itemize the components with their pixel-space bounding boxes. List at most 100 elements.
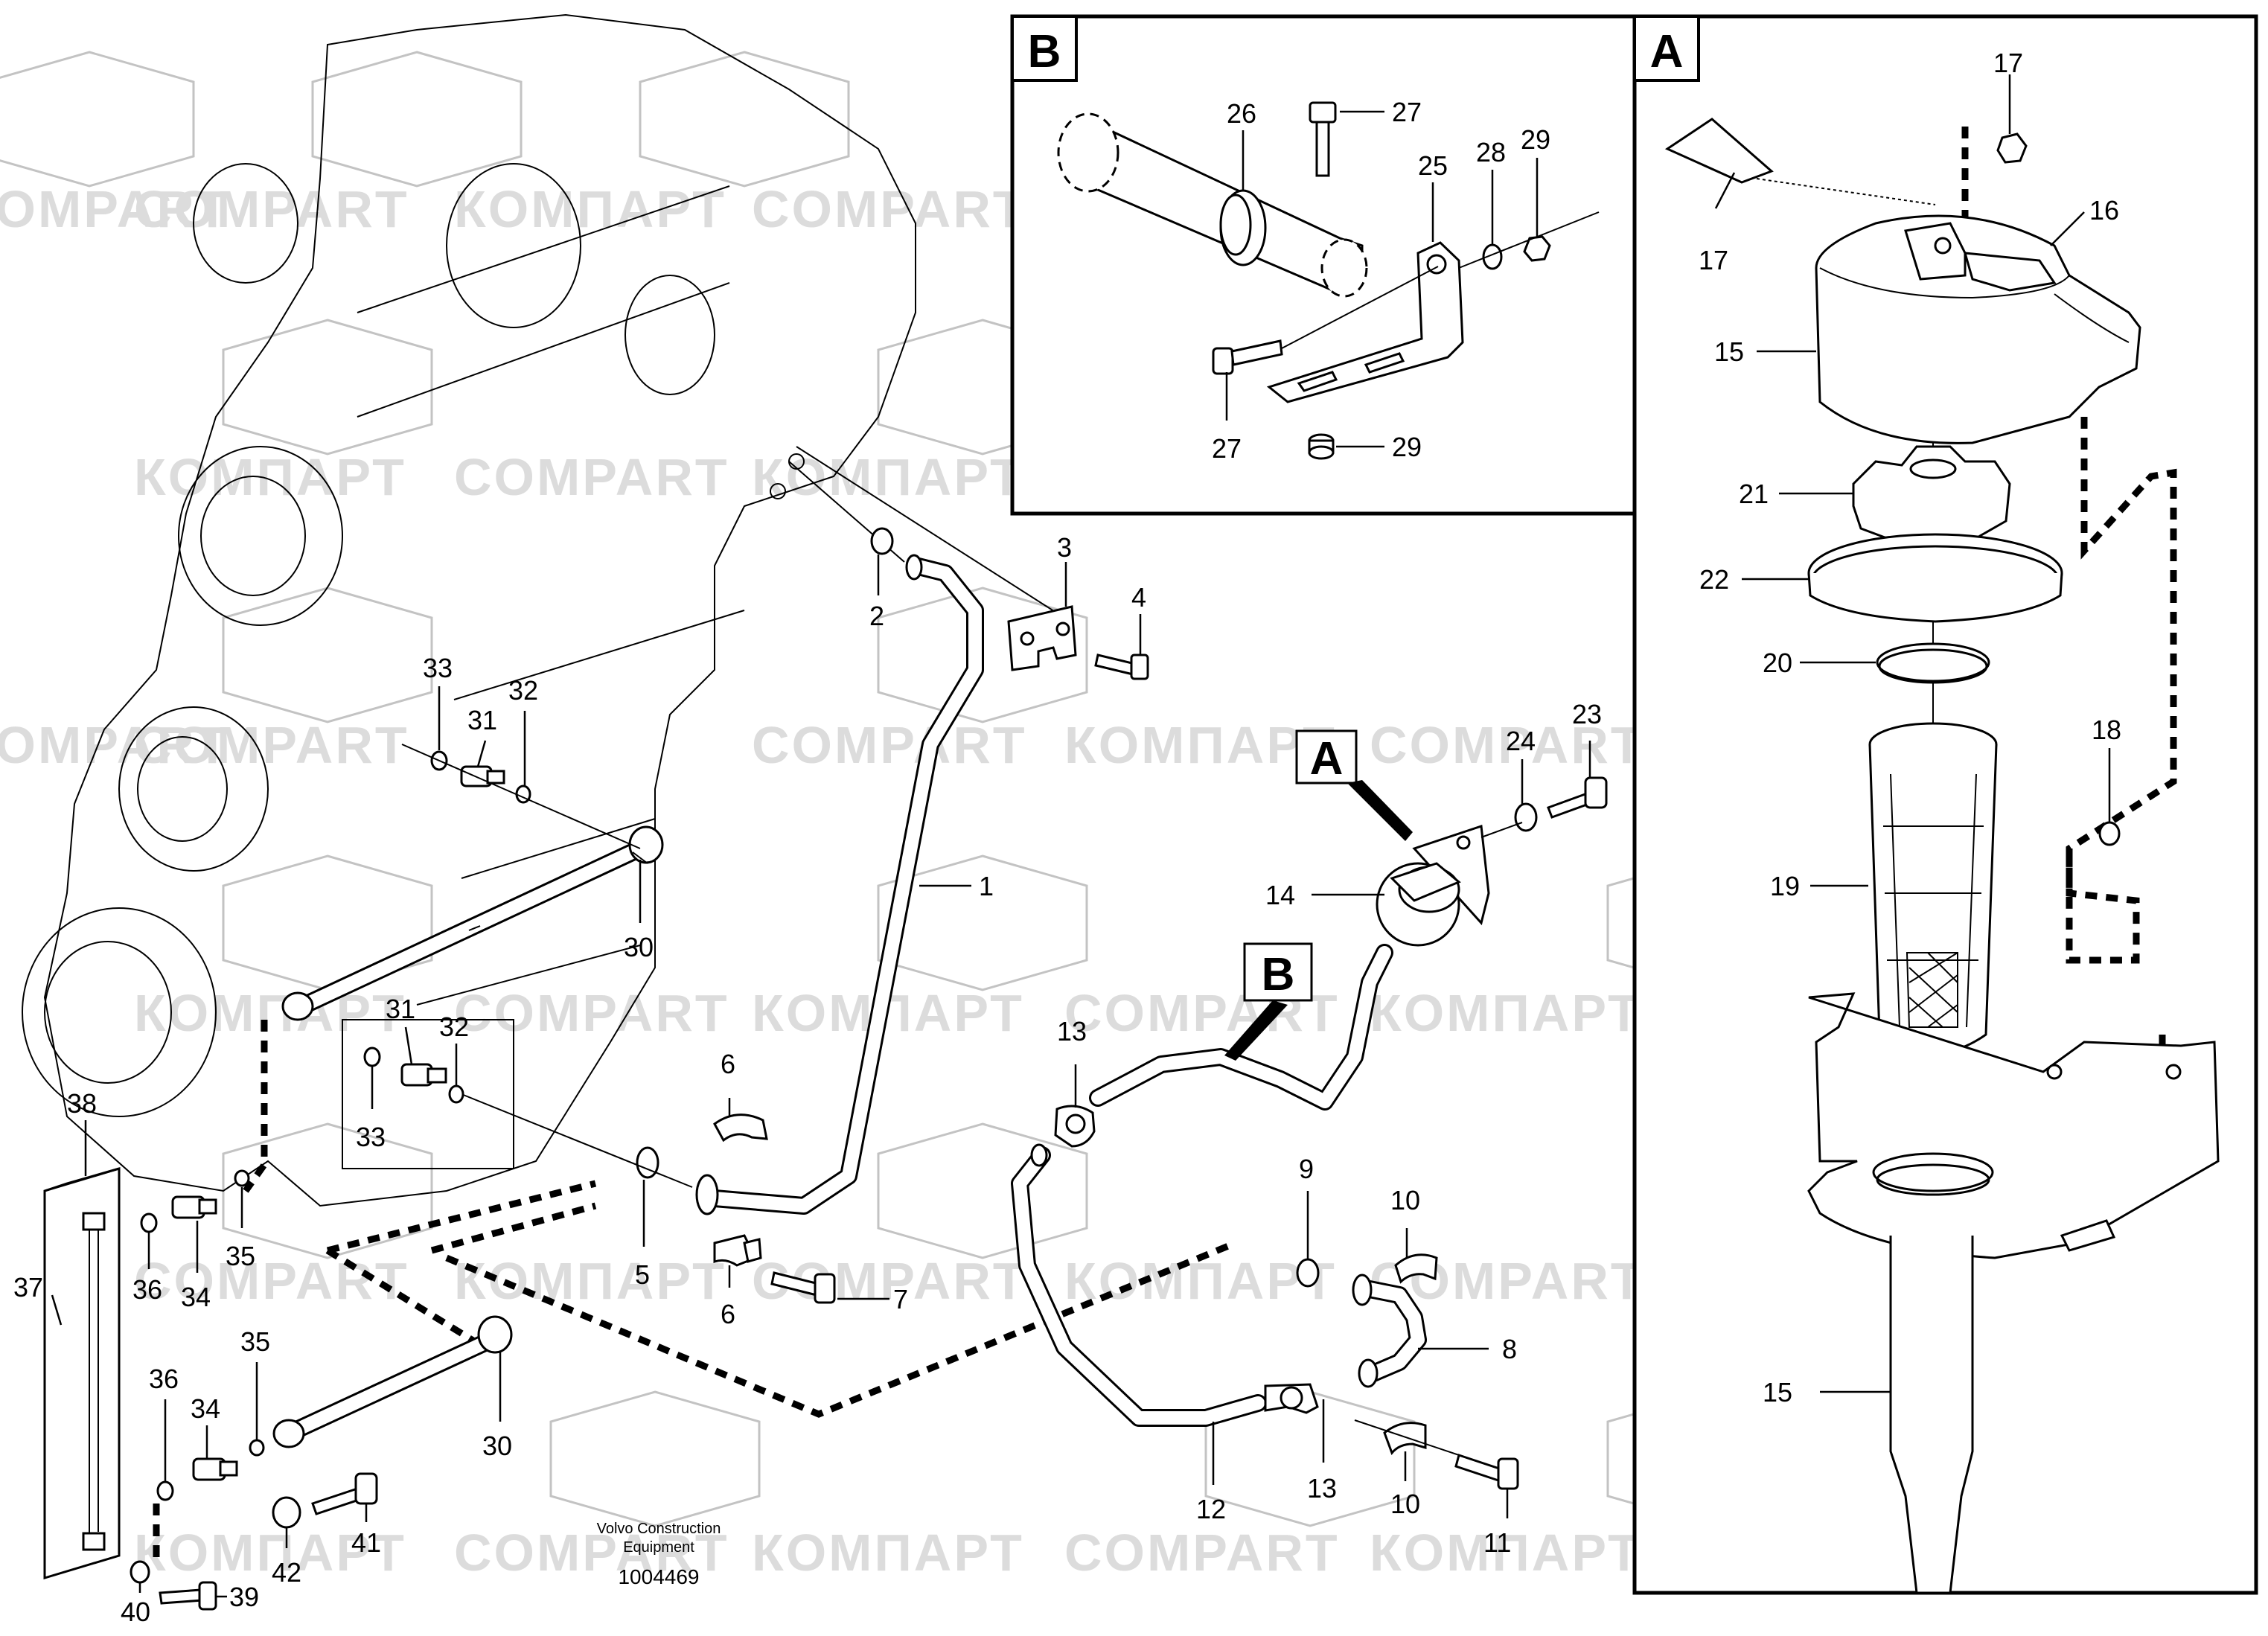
washer-42 [272, 1496, 301, 1529]
watermark: КОМПАРТ [1064, 1252, 1337, 1310]
callout-1: 1 [979, 871, 994, 901]
hose-8 [1352, 1274, 1427, 1388]
detail-b-panel: B [1010, 14, 1637, 516]
callout-17: 17 [1699, 245, 1728, 275]
nut-29-lower [1308, 433, 1335, 460]
nut-29-upper [1523, 235, 1551, 262]
callout-34: 34 [191, 1393, 220, 1424]
bracket-3 [1007, 605, 1077, 671]
callout-10: 10 [1390, 1489, 1420, 1519]
clamp-6-upper [713, 1113, 768, 1143]
callouts-detail-b: 25 26 27 27 28 29 29 [1212, 97, 1550, 464]
filter-housing-14 [1376, 824, 1490, 947]
callout-8: 8 [1502, 1334, 1517, 1364]
transmission-housing [22, 13, 916, 1207]
watermark: КОМПАРТ [1370, 984, 1642, 1042]
callout-15: 15 [1714, 336, 1744, 367]
cap-21 [1852, 445, 2011, 556]
callout-36: 36 [132, 1274, 162, 1305]
o-ring-35-upper [234, 1169, 250, 1187]
callout-17: 17 [1993, 48, 2023, 78]
watermark: КОМПАРТ [752, 1524, 1024, 1582]
cover-15-top [1815, 214, 2141, 444]
caption: Volvo Construction Equipment 1004469 [597, 1521, 721, 1588]
watermark: КОМПАРТ [134, 1524, 406, 1582]
callout-35: 35 [240, 1326, 270, 1357]
o-ring-33-lower [363, 1047, 381, 1067]
clamp-10-lower [1383, 1422, 1427, 1455]
detail-a-panel: A [1632, 14, 2258, 1595]
callout-29: 29 [1521, 124, 1550, 155]
hose-end-fitting [905, 554, 923, 581]
clamp-13-upper [1054, 1105, 1096, 1148]
watermark: COMPART [752, 180, 1027, 238]
callout-37: 37 [13, 1272, 43, 1303]
o-ring-36-lower [156, 1480, 174, 1501]
bolt-23 [1547, 776, 1608, 819]
bolt-4 [1094, 654, 1149, 680]
callout-16: 16 [2089, 195, 2119, 226]
hose-section-26 [1057, 112, 1368, 298]
hose-1 [695, 554, 984, 1215]
nipple-31-lower [400, 1063, 447, 1087]
watermark: COMPART [0, 180, 231, 238]
watermark: КОМПАРТ [752, 448, 1024, 506]
caption-line-2: Equipment [623, 1539, 694, 1556]
callout-29: 29 [1392, 432, 1422, 462]
nut-17 [1996, 132, 2028, 164]
detail-a-letter: A [1650, 26, 1684, 77]
callout-20: 20 [1763, 648, 1792, 678]
bolt-39 [159, 1581, 217, 1611]
callout-7: 7 [893, 1284, 908, 1314]
callout-9: 9 [1299, 1154, 1314, 1184]
watermark: COMPART [134, 1252, 409, 1310]
o-ring-35-lower [249, 1439, 265, 1457]
bolt-7 [770, 1271, 836, 1304]
pointer-label-a: A [1295, 729, 1413, 841]
clamp-13-lower [1264, 1383, 1319, 1414]
callout-26: 26 [1227, 98, 1256, 129]
watermark: COMPART [752, 716, 1027, 774]
level-gauge-38 [43, 1166, 121, 1580]
watermark: COMPART [1370, 716, 1645, 774]
callout-30: 30 [482, 1431, 512, 1461]
bolt-27-top [1309, 101, 1337, 177]
hose-12 [1011, 1143, 1267, 1427]
callout-40: 40 [121, 1597, 150, 1627]
callout-4: 4 [1131, 582, 1146, 613]
bolt-27-left [1212, 339, 1283, 375]
callout-42: 42 [272, 1557, 301, 1588]
caption-line-1: Volvo Construction [597, 1521, 721, 1537]
callout-27: 27 [1212, 433, 1242, 464]
o-ring-9 [1296, 1258, 1320, 1288]
callout-23: 23 [1572, 699, 1602, 729]
watermark: КОМПАРТ [1064, 716, 1337, 774]
callout-22: 22 [1699, 564, 1729, 595]
callout-33: 33 [356, 1122, 386, 1152]
callout-33: 33 [423, 653, 453, 683]
strainer-19 [1868, 722, 1998, 1055]
callout-10: 10 [1390, 1185, 1420, 1215]
washer-18 [2098, 821, 2121, 846]
callout-32: 32 [439, 1012, 469, 1042]
o-ring-5 [636, 1146, 659, 1179]
pointer-label-b: B [1224, 942, 1313, 1061]
watermark: КОМПАРТ [134, 984, 406, 1042]
cable-handle-17 [1664, 118, 1936, 205]
callout-19: 19 [1770, 871, 1800, 901]
callout-13: 13 [1057, 1016, 1087, 1047]
callout-18: 18 [2092, 715, 2121, 745]
o-ring-2 [870, 527, 894, 555]
washer-24 [1514, 802, 1538, 832]
callouts-main: 1 2 3 4 5 6 6 7 8 9 10 10 11 12 13 13 14 [13, 532, 1602, 1627]
watermark: КОМПАРТ [134, 448, 406, 506]
tank-body-15 [1807, 992, 2220, 1594]
document-number: 1004469 [618, 1565, 699, 1588]
ring-22 [1807, 533, 2063, 623]
callout-34: 34 [181, 1282, 211, 1312]
watermark: COMPART [134, 180, 409, 238]
hose-end-fitting [695, 1174, 719, 1215]
pointer-letter-a: A [1310, 733, 1344, 785]
callout-32: 32 [508, 675, 538, 706]
watermark: COMPART [454, 448, 729, 506]
